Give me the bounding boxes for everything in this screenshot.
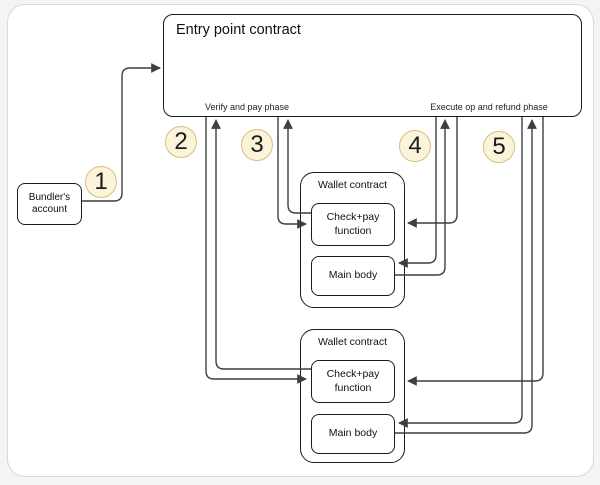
execute-phase-label: Execute op and refund phase <box>430 102 548 112</box>
check-pay-function-bottom-box: Check+pay function <box>311 360 395 403</box>
wallet-contract-bottom-box: Wallet contract Check+pay function Main … <box>300 329 405 463</box>
main-body-bottom-box: Main body <box>311 414 395 454</box>
step-circle-3: 3 <box>241 129 273 161</box>
wallet-contract-bottom-title: Wallet contract <box>317 336 388 348</box>
verify-phase-label: Verify and pay phase <box>204 102 290 112</box>
check-pay-function-top-box: Check+pay function <box>311 203 395 246</box>
step-circle-2: 2 <box>165 126 197 158</box>
step-circle-4: 4 <box>399 130 431 162</box>
main-body-top-box: Main body <box>311 256 395 296</box>
entry-point-contract-box: Entry point contract <box>163 14 582 117</box>
step-circle-5: 5 <box>483 131 515 163</box>
entry-point-title: Entry point contract <box>176 22 301 38</box>
bundlers-account-box: Bundler's account <box>17 183 82 225</box>
wallet-contract-top-title: Wallet contract <box>317 179 388 191</box>
step-circle-1: 1 <box>85 166 117 198</box>
wallet-contract-top-box: Wallet contract Check+pay function Main … <box>300 172 405 308</box>
